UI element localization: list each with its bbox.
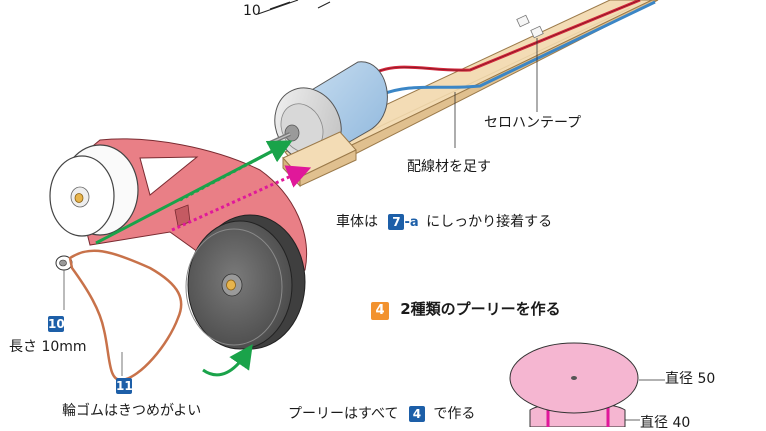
step-badge-7: 7 bbox=[388, 214, 405, 230]
section-title: 2種類のプーリーを作る bbox=[400, 300, 561, 318]
diameter-50-label: 直径 50 bbox=[665, 371, 716, 387]
pulley-note-badge: 4 bbox=[408, 406, 425, 422]
grey-pulley bbox=[185, 214, 306, 350]
part-10-label: 長さ 10mm bbox=[9, 339, 87, 355]
dimension-arrow bbox=[257, 0, 331, 15]
shaft-part bbox=[55, 255, 73, 310]
leader-lines bbox=[454, 38, 665, 421]
chassis-note-suffix: にしっかり接着する bbox=[426, 214, 553, 230]
chassis-note-prefix: 車体は bbox=[336, 214, 378, 230]
pulley-note: プーリーはすべて 4 で作る bbox=[288, 406, 475, 422]
section-heading: 4 2種類のプーリーを作る bbox=[371, 302, 561, 320]
green-dotted-arrow bbox=[95, 140, 293, 245]
green-curved-arrow bbox=[202, 344, 253, 377]
part-10-badge-wrap: 10 bbox=[48, 316, 65, 332]
diameter-40-label: 直径 40 bbox=[640, 415, 691, 431]
white-pulley bbox=[49, 144, 139, 237]
pulley-note-suffix: で作る bbox=[433, 406, 476, 422]
cellophane-tape-label: セロハンテープ bbox=[484, 115, 582, 131]
magenta-dotted-arrow bbox=[171, 165, 312, 232]
chassis-note: 車体は 7-a にしっかり接着する bbox=[336, 214, 552, 230]
wiring bbox=[371, 0, 656, 98]
part-11-badge-wrap: 11 bbox=[116, 378, 133, 394]
rubber-band bbox=[68, 249, 183, 382]
part-11-badge: 11 bbox=[116, 378, 133, 394]
pulley-note-prefix: プーリーはすべて bbox=[288, 406, 399, 422]
cellophane-tape bbox=[516, 14, 544, 39]
part-11-label: 輪ゴムはきつめがよい bbox=[62, 403, 202, 419]
section-badge: 4 bbox=[371, 302, 389, 320]
add-wire-label: 配線材を足す bbox=[407, 159, 491, 175]
part-10-badge: 10 bbox=[48, 316, 65, 332]
dimension-label: 10 bbox=[243, 3, 261, 19]
pink-pulley-stack bbox=[509, 342, 639, 427]
step-badge-suffix: -a bbox=[404, 215, 419, 230]
